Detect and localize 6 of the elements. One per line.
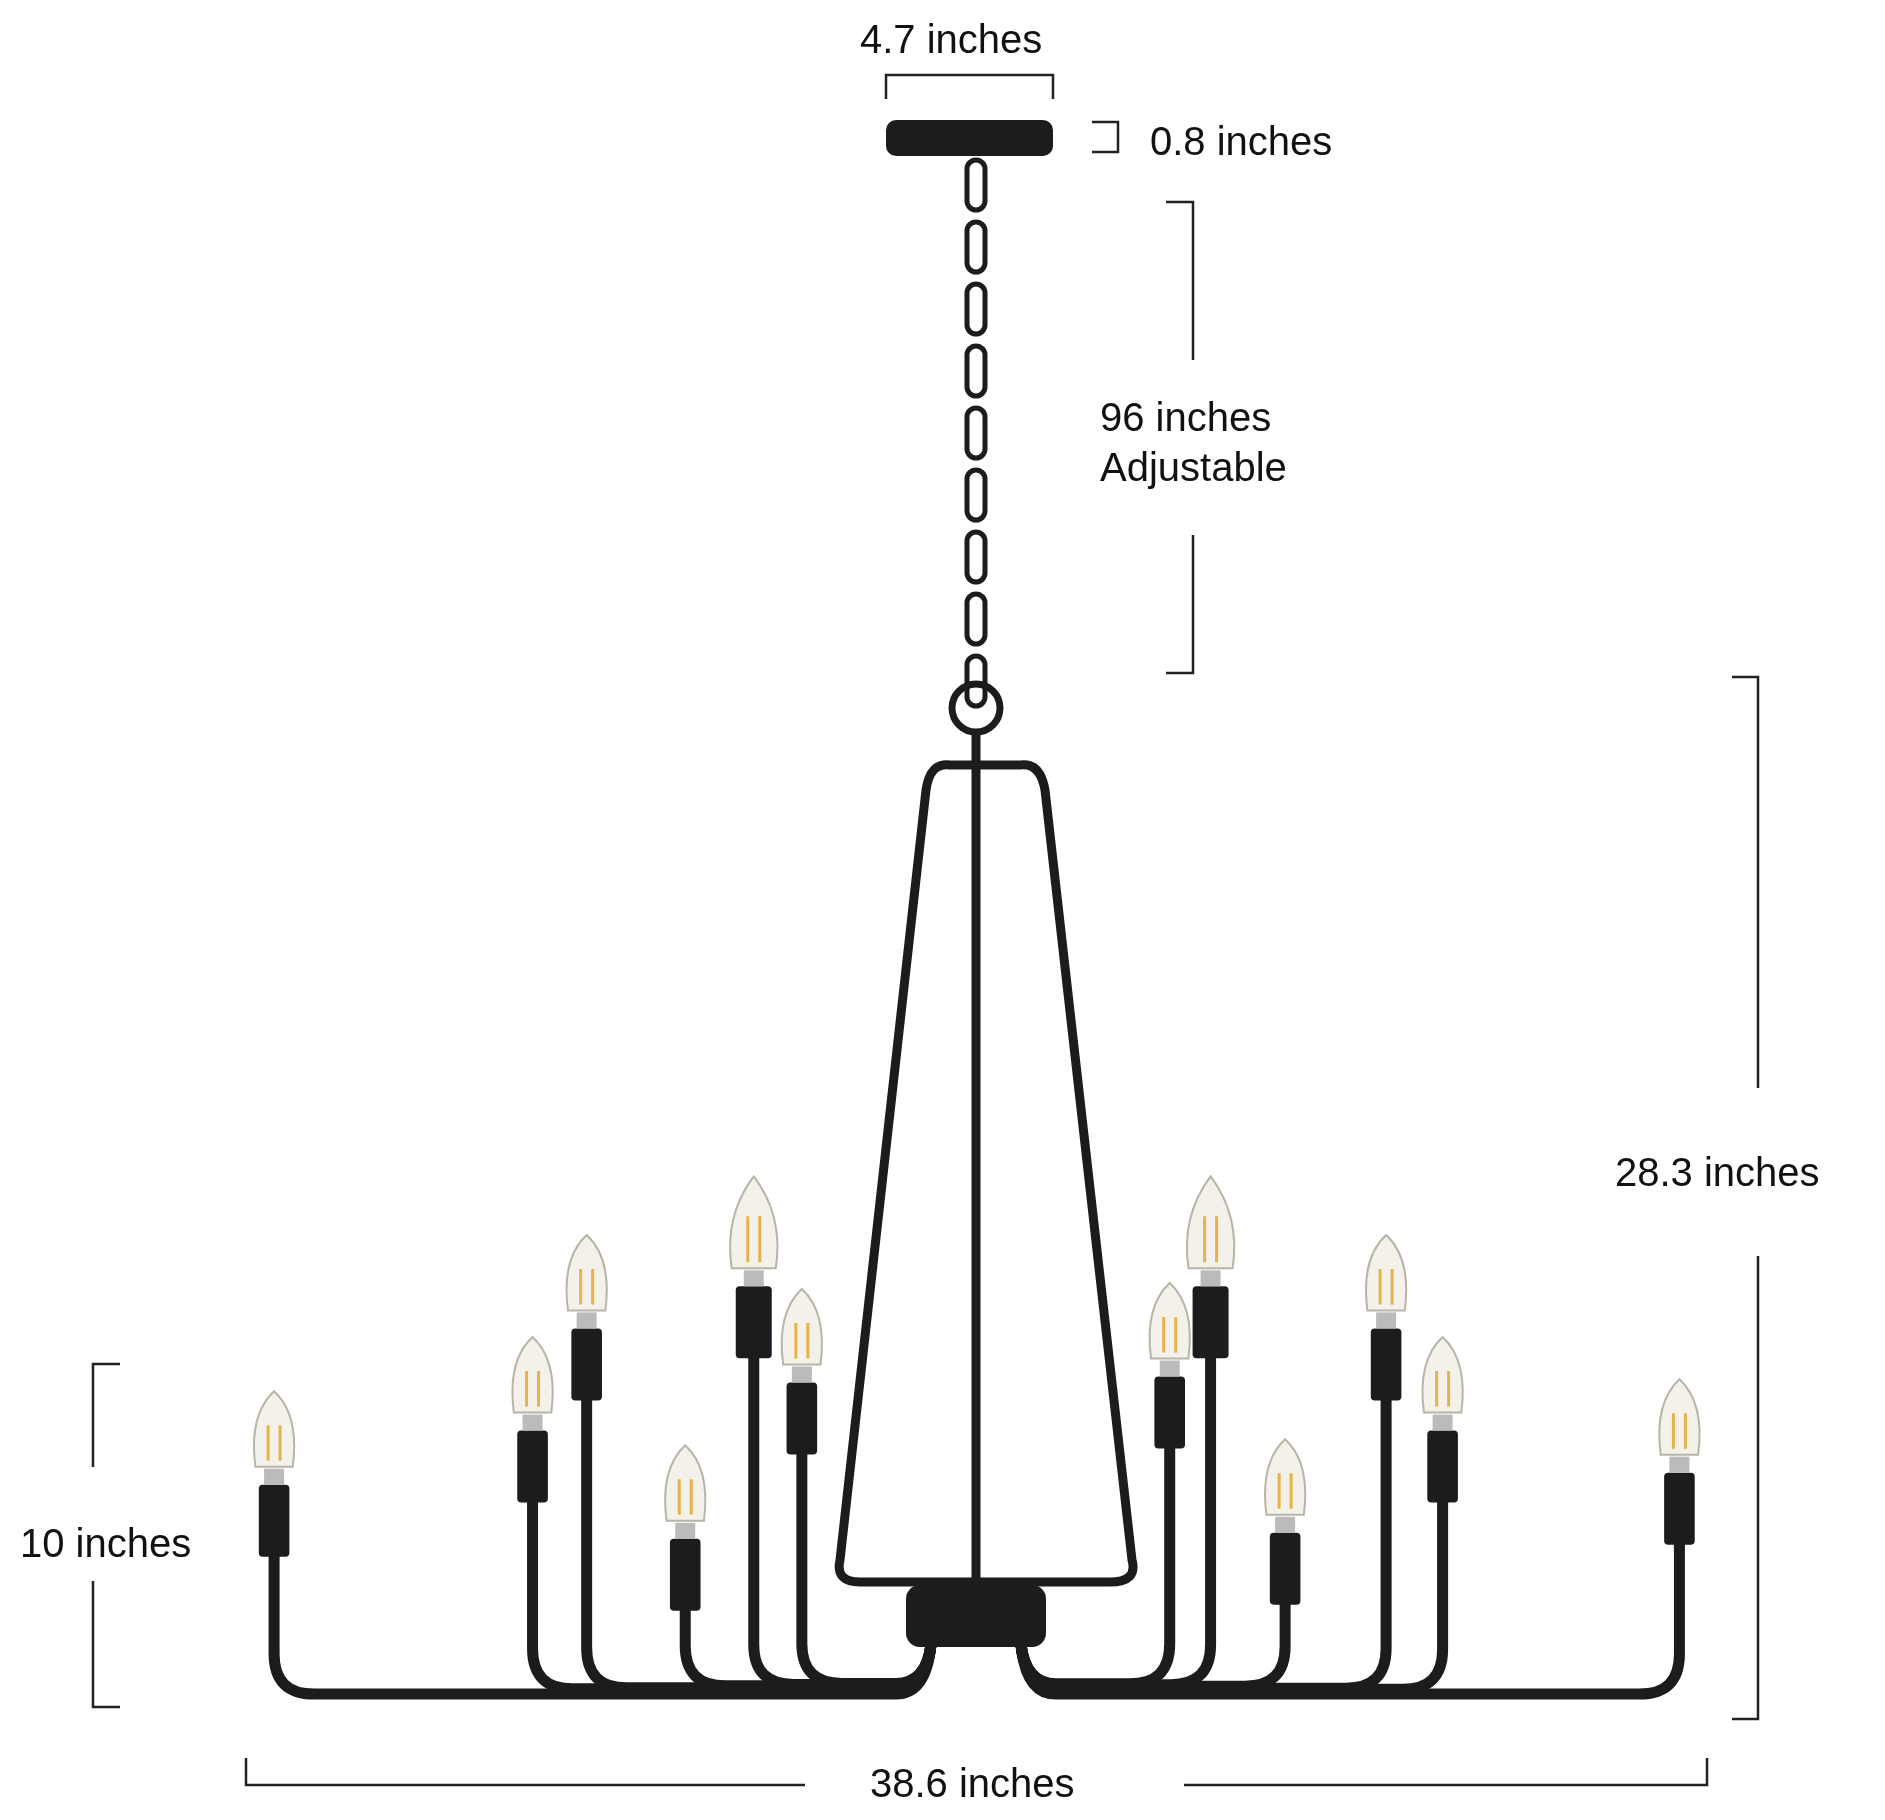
- dimension-label: 10 inches: [20, 1520, 192, 1567]
- dimension-label: 0.8 inches: [1150, 118, 1333, 165]
- dimension-label: 96 inches Adjustable: [1100, 394, 1288, 491]
- dimension-label: 28.3 inches: [1615, 1149, 1820, 1196]
- dimension-label: 4.7 inches: [860, 16, 1043, 63]
- dimension-label: 38.6 inches: [870, 1760, 1075, 1807]
